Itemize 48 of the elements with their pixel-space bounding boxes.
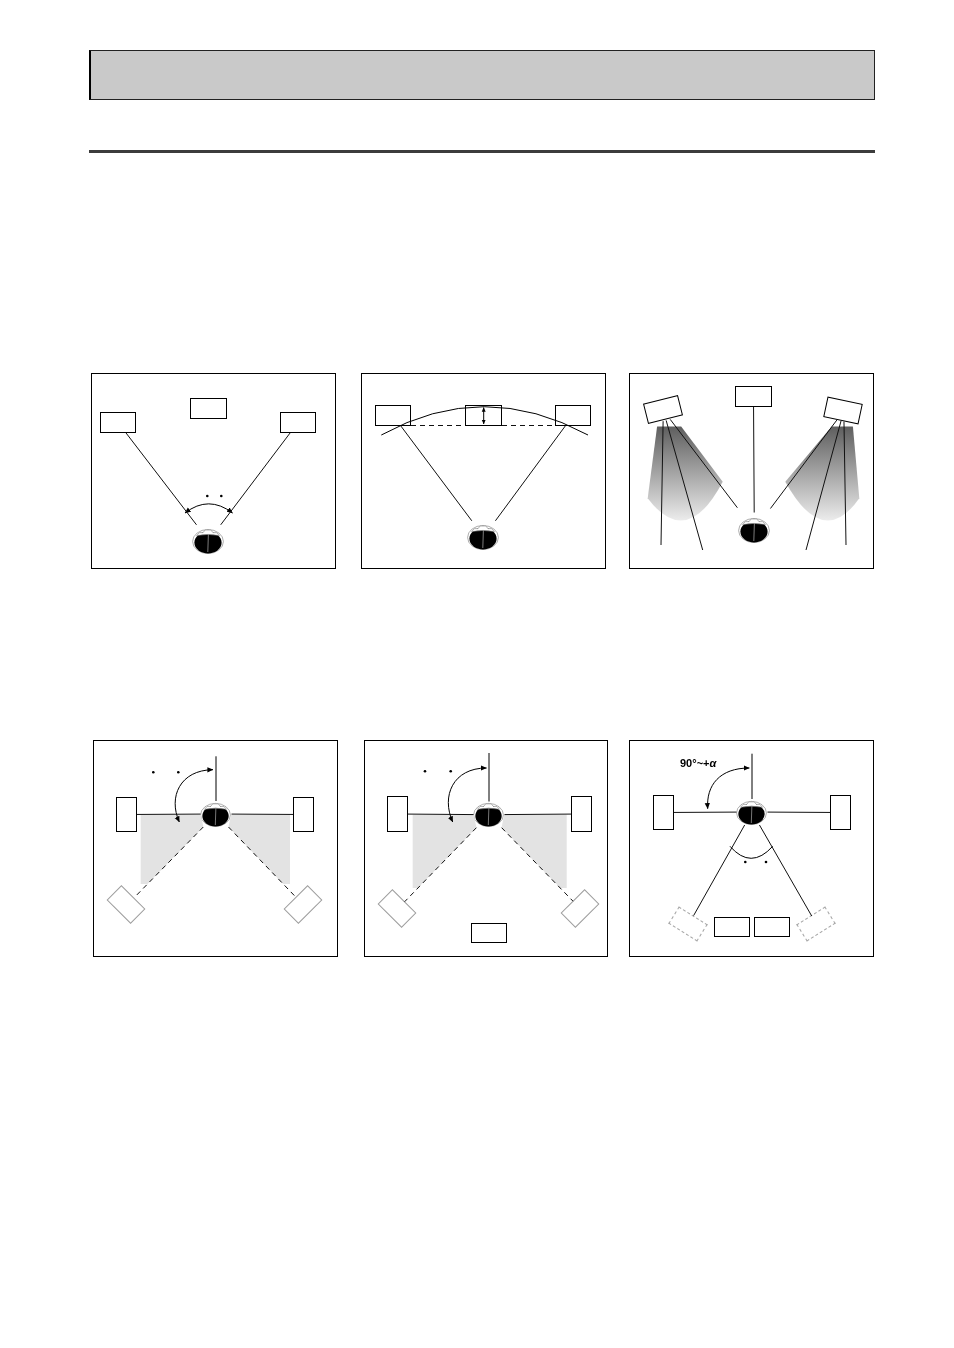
speaker-box	[374, 404, 411, 426]
connector-line	[136, 813, 201, 815]
speaker-box	[292, 796, 314, 832]
speaker-box	[115, 796, 137, 832]
connector-line	[669, 418, 738, 509]
speaker-box	[386, 795, 408, 832]
speaker-box	[554, 404, 591, 426]
connector-line	[494, 425, 566, 522]
speaker-box	[189, 397, 227, 419]
listener-head-icon	[467, 522, 500, 550]
connector-line	[767, 811, 831, 813]
connector-line	[758, 824, 813, 917]
speaker-box	[464, 404, 502, 426]
dashed-line	[404, 827, 477, 903]
listener-head-icon	[736, 798, 767, 825]
diagram-panel	[629, 740, 874, 957]
connector-line	[231, 813, 294, 815]
connector-line	[660, 420, 664, 546]
connector-line	[805, 420, 842, 551]
speaker-box	[829, 794, 851, 830]
speaker-box	[652, 794, 674, 830]
speaker-box	[470, 922, 507, 943]
connector-line	[220, 432, 291, 526]
connector-line	[504, 813, 572, 816]
listener-head-icon	[200, 800, 231, 827]
connector-line	[665, 419, 704, 551]
connector-line	[769, 419, 838, 509]
connector-line	[693, 824, 746, 917]
connector-line	[125, 432, 197, 526]
speaker-box	[99, 411, 136, 433]
speaker-box	[279, 411, 316, 433]
diagram-panel	[361, 373, 606, 569]
connector-line	[400, 425, 473, 522]
connector-line	[843, 421, 847, 546]
listener-head-icon	[192, 526, 225, 554]
listener-head-icon	[737, 516, 770, 543]
speaker-box	[713, 916, 750, 937]
dashed-line	[501, 827, 574, 902]
speaker-box	[734, 385, 772, 407]
connector-line	[407, 813, 474, 816]
connector-line	[673, 811, 737, 813]
speaker-box	[753, 916, 790, 937]
angle-label: 90°~+α	[680, 757, 717, 770]
connector-line	[753, 406, 755, 513]
dashed-line	[228, 826, 297, 899]
diagram-panel	[91, 373, 336, 569]
listener-head-icon	[473, 801, 504, 828]
speaker-box	[570, 795, 592, 832]
